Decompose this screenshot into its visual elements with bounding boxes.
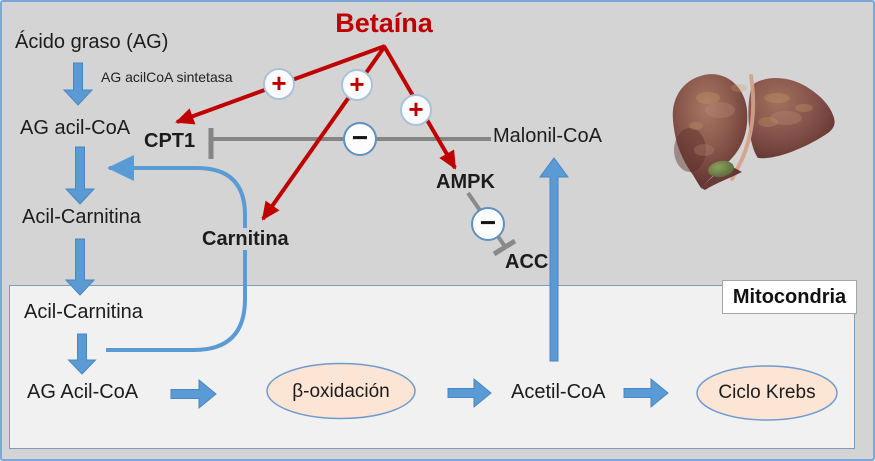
activation-badge-carnitina — [341, 69, 373, 101]
label-beta-oxidacion: β-oxidación — [292, 380, 390, 402]
arrow-acetilcoa-to-maloniLcoa — [539, 157, 569, 362]
label-carnitina: Carnitina — [200, 228, 291, 250]
label-acido-graso: Ácido graso (AG) — [15, 31, 169, 53]
arrow-to-beta-oxidacion — [170, 378, 217, 410]
mitochondria-panel — [9, 285, 855, 449]
mitochondria-label: Mitocondria — [732, 285, 847, 308]
gallbladder — [708, 160, 734, 178]
label-ampk: AMPK — [436, 171, 495, 193]
label-ag-acil-coa-matriz: AG Acil-CoA — [27, 381, 139, 403]
arrow-acilcarnitina-into-mitochondria — [64, 238, 96, 296]
liver-left-lobe — [672, 74, 748, 188]
liver-texture — [689, 122, 703, 130]
mitochondria-label-box: Mitocondria — [722, 280, 857, 314]
label-acc: ACC — [505, 251, 549, 273]
liver-texture — [731, 84, 747, 92]
liver-texture — [694, 144, 714, 156]
arrow-acido-graso-to-agacilcoa — [62, 62, 94, 106]
liver-shading — [674, 128, 706, 172]
inhibition-badge-malonil — [343, 122, 377, 156]
label-ciclo-krebs: Ciclo Krebs — [718, 382, 816, 403]
label-malonil-coa: Malonil-CoA — [493, 125, 602, 147]
ciclo-krebs-ellipse — [696, 365, 838, 421]
label-acil-carnitina-matriz: Acil-Carnitina — [24, 301, 143, 323]
arrow-acilcarnitina-to-agacilcoa-matrix — [67, 333, 97, 375]
page-title: Betaína — [335, 8, 433, 38]
label-acetil-coa: Acetil-CoA — [511, 381, 606, 403]
liver-texture — [770, 111, 802, 125]
label-ag-acil-coa: AG acil-CoA — [20, 117, 131, 139]
liver-texture — [696, 92, 720, 104]
carnitina-shuttle-arrow — [106, 155, 247, 352]
beta-oxidacion-ellipse — [266, 362, 416, 420]
arrow-to-acetilcoa — [447, 377, 492, 409]
label-acil-carnitina-citosol: Acil-Carnitina — [22, 206, 141, 228]
activation-badge-cpt1 — [263, 68, 295, 100]
label-ag-acilcoa-sintetasa: AG acilCoA sintetasa — [101, 69, 233, 85]
liver-texture — [758, 117, 778, 127]
arrow-agacilcoa-to-acilcarnitina — [64, 146, 96, 205]
arrow-to-ciclo-krebs — [623, 377, 669, 409]
liver-texture — [705, 102, 735, 118]
inhibition-badge-acc — [471, 207, 505, 241]
activation-badge-ampk — [400, 94, 432, 126]
label-cpt1: CPT1 — [144, 130, 196, 152]
liver-right-lobe — [748, 78, 835, 159]
liver-image — [672, 74, 835, 190]
liver-texture — [795, 104, 813, 112]
liver-texture — [764, 93, 790, 103]
